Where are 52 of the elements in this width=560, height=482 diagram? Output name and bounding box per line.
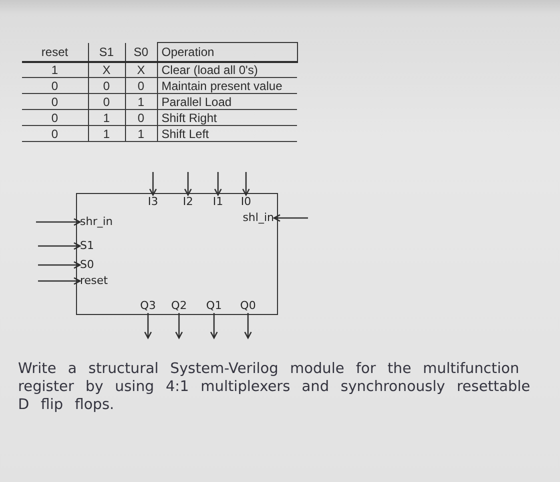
input-arrow — [38, 261, 81, 269]
column-header: Operation — [162, 44, 214, 59]
table-value: 0 — [138, 110, 144, 124]
table-value: 1 — [138, 126, 144, 140]
output-arrow — [175, 313, 183, 339]
table-value: 1 — [51, 62, 58, 77]
column-header: reset — [41, 44, 68, 58]
pin-label: I3 — [148, 195, 158, 209]
pin-label: S1 — [80, 239, 94, 253]
output-arrow — [144, 313, 152, 339]
input-arrow — [214, 172, 222, 196]
pin-label: S0 — [80, 258, 94, 272]
table-value: 0 — [103, 94, 110, 108]
input-arrow — [184, 172, 192, 196]
table-value: 0 — [51, 126, 58, 140]
pin-label: I2 — [182, 195, 194, 209]
pin-label: Q3 — [140, 299, 156, 313]
operation-text: Shift Right — [162, 110, 217, 124]
pin-label: Q0 — [240, 299, 256, 313]
pin-label: I0 — [240, 195, 252, 209]
column-header: S0 — [134, 44, 148, 58]
pin-label: Q2 — [171, 299, 187, 313]
table-value: 0 — [51, 78, 58, 92]
table-value: 1 — [138, 94, 144, 108]
pin-label: I1 — [212, 195, 224, 209]
input-arrow — [38, 242, 81, 250]
input-arrow — [36, 218, 81, 226]
input-arrow — [38, 277, 81, 285]
pin-label: shl_in — [242, 211, 274, 225]
column-header: S1 — [99, 44, 114, 58]
table-value: 1 — [103, 110, 110, 124]
operation-text: Parallel Load — [162, 94, 232, 108]
register-block — [76, 193, 278, 315]
table-value: X — [136, 62, 145, 77]
table-value: 1 — [103, 126, 110, 140]
table-value: 0 — [103, 78, 110, 92]
table-value: X — [102, 62, 110, 77]
table-value: 0 — [138, 78, 144, 92]
pin-label: Q1 — [206, 299, 222, 313]
output-arrow — [210, 313, 218, 339]
pin-label: reset — [80, 274, 108, 288]
table-value: 0 — [51, 110, 58, 124]
task-description: Write a structural System-Verilog module for the multifunction register by using 4:1 multiplexers and synchronously resettable D flip flops. — [18, 360, 532, 414]
input-arrow — [149, 172, 157, 196]
operation-text: Clear (load all 0's) — [162, 62, 258, 77]
input-arrow — [242, 172, 250, 196]
operation-text: Maintain present value — [162, 78, 282, 92]
output-arrow — [244, 313, 252, 339]
input-arrow — [273, 214, 308, 222]
operation-text: Shift Left — [162, 126, 209, 140]
table-value: 0 — [51, 94, 58, 108]
pin-label: shr_in — [80, 215, 113, 229]
